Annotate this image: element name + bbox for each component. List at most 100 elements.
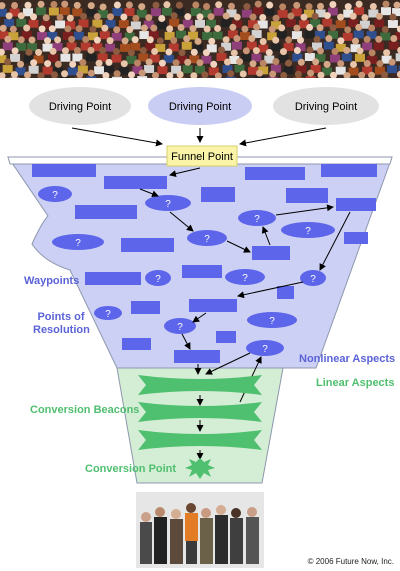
crowd-person xyxy=(395,77,400,78)
crowd-person xyxy=(232,20,243,29)
waypoint-blocks xyxy=(32,164,377,363)
crowd-person xyxy=(126,55,137,64)
crowd-person xyxy=(285,19,296,28)
crowd-head xyxy=(196,59,204,67)
crowd-head xyxy=(87,46,95,54)
crowd-head xyxy=(329,0,337,8)
crowd-person xyxy=(292,53,303,62)
crowd-person xyxy=(368,9,379,18)
crowd-head xyxy=(38,25,46,33)
crowd-head xyxy=(0,24,7,32)
crowd-head xyxy=(87,69,95,77)
crowd-person xyxy=(15,67,26,76)
crowd-person xyxy=(221,18,232,27)
crowd-head xyxy=(248,35,256,43)
crowd-head xyxy=(368,24,376,32)
svg-text:?: ? xyxy=(204,234,210,245)
crowd-head xyxy=(203,25,211,33)
crowd-person xyxy=(0,8,7,17)
crowd-person xyxy=(22,8,33,17)
crowd-head xyxy=(54,60,62,68)
crowd-head xyxy=(24,1,32,9)
crowd-person xyxy=(283,66,294,75)
crowd-head xyxy=(125,1,133,9)
crowd-person xyxy=(271,21,282,30)
driving-point-center: Driving Point xyxy=(148,87,252,125)
crowd-head xyxy=(24,71,32,78)
crowd-person xyxy=(221,42,232,51)
crowd-person xyxy=(246,41,257,50)
crowd-head xyxy=(93,13,101,21)
crowd-head xyxy=(344,26,352,34)
crowd-person xyxy=(206,44,217,53)
crowd-person xyxy=(171,65,182,74)
crowd-head xyxy=(272,14,280,22)
crowd-head xyxy=(145,14,153,22)
crowd-head xyxy=(350,60,358,68)
conversion-beacons xyxy=(138,375,262,450)
copyright-text: © 2006 Future Now, Inc. xyxy=(307,557,394,566)
crowd-head xyxy=(50,0,58,8)
crowd-head xyxy=(101,24,109,32)
question-point: ? xyxy=(94,306,122,320)
crowd-head xyxy=(139,46,147,54)
crowd-head xyxy=(317,2,325,10)
crowd-person xyxy=(94,66,105,75)
crowd-head xyxy=(113,70,121,78)
crowd-person xyxy=(144,65,155,74)
crowd-head xyxy=(294,70,302,78)
crowd-head xyxy=(189,25,197,33)
crowd-person xyxy=(105,19,116,28)
crowd-head xyxy=(202,49,210,57)
crowd-person xyxy=(201,9,212,18)
crowd-head xyxy=(393,1,400,9)
question-point: ? xyxy=(238,210,276,226)
crowd-head xyxy=(89,25,97,33)
flow-arrows xyxy=(139,167,351,460)
conversion-beacon xyxy=(138,375,262,395)
crowd-head xyxy=(293,46,301,54)
crowd-person xyxy=(0,55,7,64)
crowd-head xyxy=(150,24,158,32)
crowd-person xyxy=(304,53,315,62)
crowd-person xyxy=(103,65,114,74)
crowd-head xyxy=(49,47,57,55)
crowd-person xyxy=(151,8,162,17)
crowd-head xyxy=(131,36,139,44)
crowd-head xyxy=(48,25,56,33)
crowd-person xyxy=(99,31,110,40)
crowd-person xyxy=(59,76,70,78)
crowd-head xyxy=(369,2,377,10)
crowd-head xyxy=(287,12,295,20)
crowd-head xyxy=(306,46,314,54)
crowd-person xyxy=(169,18,180,27)
crowd-head xyxy=(388,58,396,66)
crowd-head xyxy=(166,72,174,78)
crowd-head xyxy=(293,24,301,32)
crowd-person xyxy=(208,67,219,76)
crowd-head xyxy=(51,71,59,78)
crowd-person xyxy=(311,42,322,51)
crowd-head xyxy=(30,13,38,21)
crowd-person xyxy=(315,9,326,18)
crowd-person xyxy=(37,31,48,40)
crowd-person xyxy=(112,76,123,78)
driving-point-left: Driving Point xyxy=(29,87,131,125)
crowd-head xyxy=(25,48,33,56)
crowd-person xyxy=(177,55,188,64)
crowd-head xyxy=(95,59,103,67)
svg-text:?: ? xyxy=(105,309,111,320)
crowd-person xyxy=(388,41,399,50)
waypoint-block xyxy=(174,350,220,363)
crowd-person xyxy=(362,42,373,51)
crowd-head xyxy=(363,60,371,68)
linear-aspects-label: Linear Aspects xyxy=(316,377,395,389)
driving-point-label: Driving Point xyxy=(49,101,111,113)
waypoint-block xyxy=(344,232,368,244)
crowd-head xyxy=(313,35,321,43)
crowd-head xyxy=(329,24,337,32)
crowd-person xyxy=(176,30,187,39)
crowd-head xyxy=(152,71,160,78)
crowd-person xyxy=(9,8,20,17)
crowd-head xyxy=(227,70,235,78)
